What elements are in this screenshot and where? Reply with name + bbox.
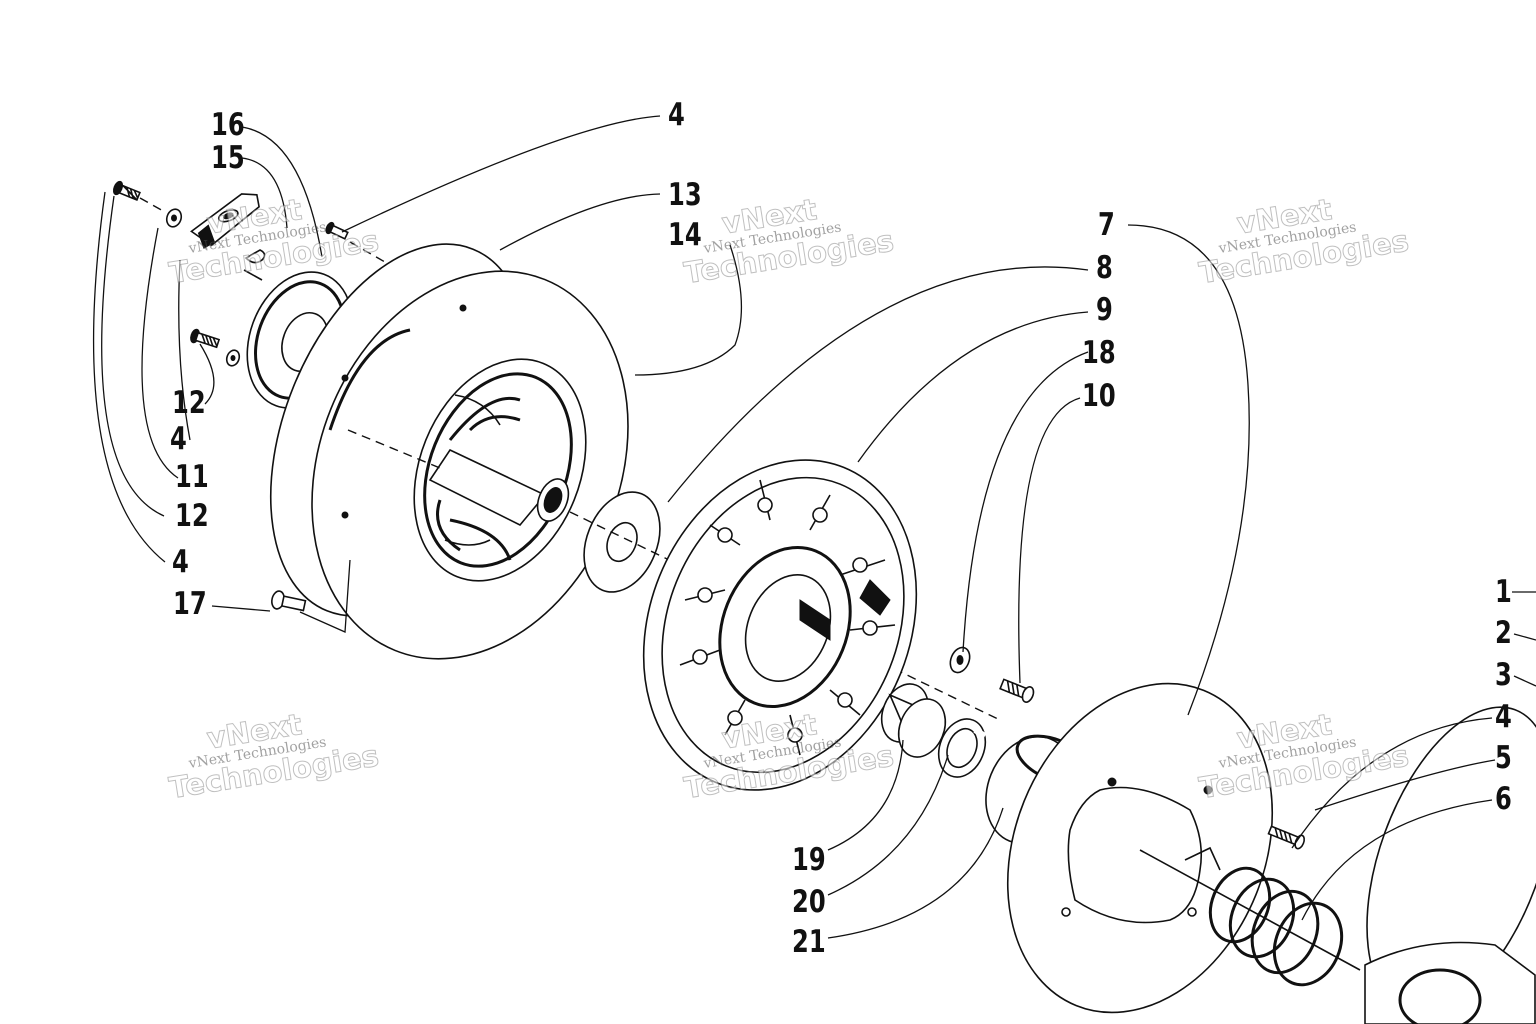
movable-sheave bbox=[642, 459, 918, 791]
callout-4: 4 bbox=[170, 421, 187, 457]
callout-2: 2 bbox=[1495, 615, 1512, 651]
callout-4: 4 bbox=[1495, 699, 1512, 735]
callout-10: 10 bbox=[1082, 378, 1116, 414]
callout-19: 19 bbox=[792, 842, 826, 878]
callout-17: 17 bbox=[173, 586, 207, 622]
callout-14: 14 bbox=[668, 217, 702, 253]
callout-8: 8 bbox=[1096, 250, 1113, 286]
callout-13: 13 bbox=[668, 177, 702, 213]
callout-4: 4 bbox=[172, 544, 189, 580]
callout-20: 20 bbox=[792, 884, 826, 920]
callout-5: 5 bbox=[1495, 740, 1512, 776]
fixed-sheave bbox=[246, 243, 629, 660]
callout-6: 6 bbox=[1495, 781, 1512, 817]
callout-15: 15 bbox=[211, 140, 245, 176]
callout-7: 7 bbox=[1098, 207, 1115, 243]
callout-12: 12 bbox=[172, 385, 206, 421]
washer-and-bolt bbox=[949, 646, 1035, 703]
callout-18: 18 bbox=[1082, 335, 1116, 371]
bushing bbox=[880, 683, 947, 758]
spring bbox=[1208, 866, 1344, 987]
left-fasteners bbox=[112, 180, 461, 612]
spring-cover bbox=[1364, 706, 1536, 1024]
callout-4: 4 bbox=[668, 97, 685, 133]
thrust-washer bbox=[583, 491, 661, 593]
snap-ring bbox=[937, 718, 987, 778]
callout-11: 11 bbox=[175, 459, 209, 495]
callout-21: 21 bbox=[792, 924, 826, 960]
callout-12: 12 bbox=[175, 498, 209, 534]
callout-3: 3 bbox=[1495, 657, 1512, 693]
callout-16: 16 bbox=[211, 107, 245, 143]
rear-sheave bbox=[985, 682, 1361, 1014]
leader-lines bbox=[92, 115, 1536, 939]
callout-1: 1 bbox=[1495, 574, 1512, 610]
bolt-5 bbox=[1267, 825, 1306, 850]
callout-9: 9 bbox=[1096, 292, 1113, 328]
